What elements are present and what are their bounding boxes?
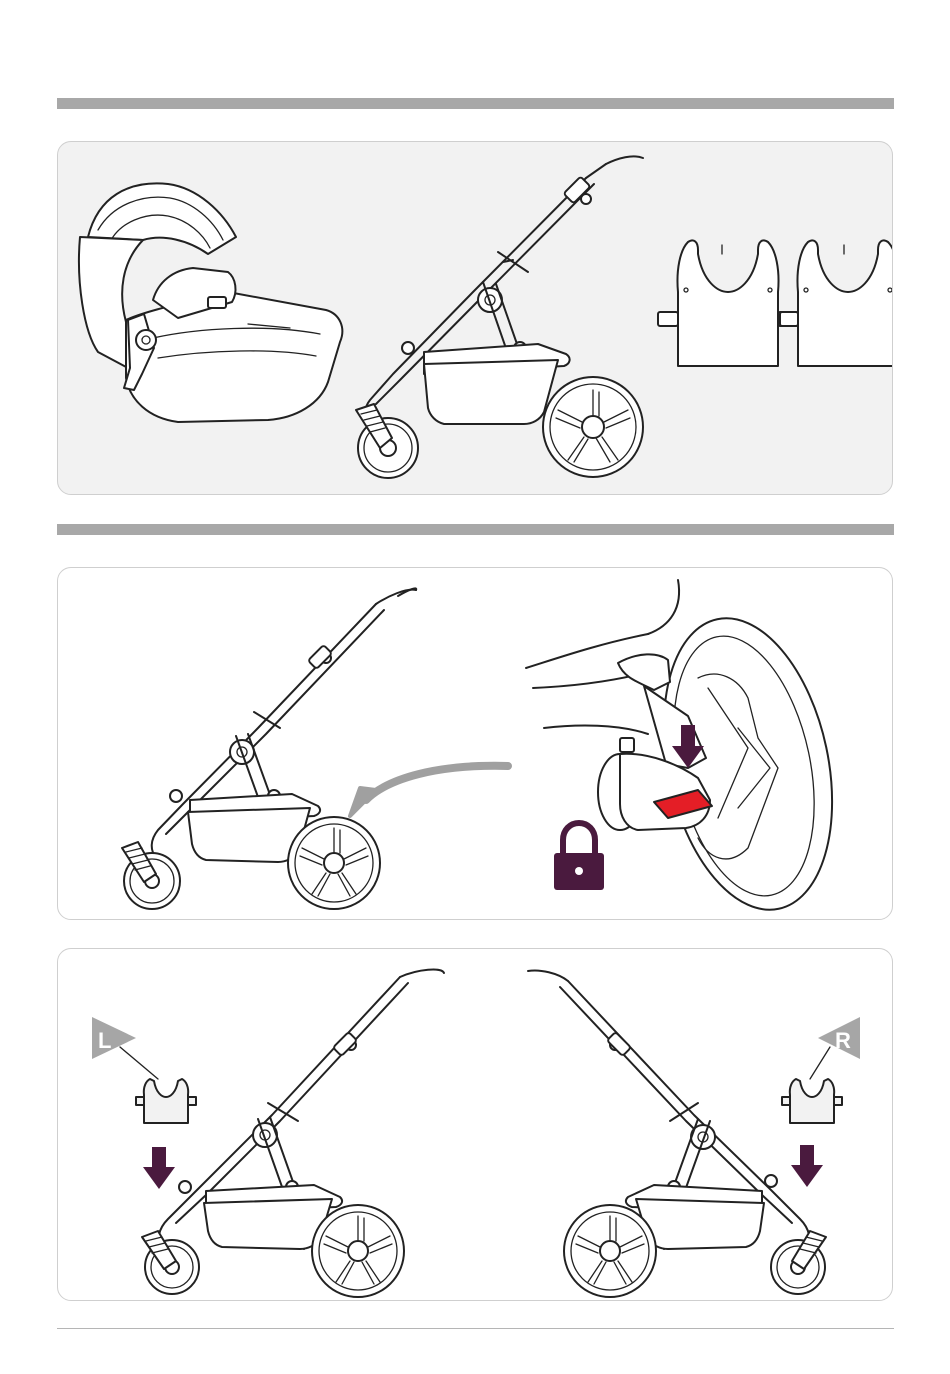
stroller-frame-left: [142, 970, 444, 1297]
section-bar-middle: [57, 524, 894, 535]
section-bar-top: [57, 98, 894, 109]
panel-adapters-fit: L: [57, 948, 893, 1301]
stroller-frame-illustration: [356, 156, 643, 478]
down-arrow: [791, 1145, 823, 1187]
panel-components: [57, 141, 893, 495]
adapter-right: [780, 240, 893, 366]
stroller-frame-right-drawn: [528, 970, 826, 1297]
footer-rule: [57, 1328, 894, 1329]
carrycot-illustration: [79, 183, 342, 422]
down-arrow: [143, 1147, 175, 1189]
svg-text:R: R: [835, 1028, 851, 1053]
adapter-left: [658, 240, 798, 366]
panel-brake: [57, 567, 893, 920]
badge-right: R: [810, 1017, 860, 1079]
badge-left: L: [92, 1017, 158, 1079]
stroller-frame-illustration: [122, 588, 416, 909]
adapter-right: [782, 1079, 842, 1123]
adapter-left: [136, 1079, 196, 1123]
svg-text:L: L: [98, 1028, 111, 1053]
gray-arrow: [350, 766, 508, 816]
lock-icon: [554, 823, 604, 890]
